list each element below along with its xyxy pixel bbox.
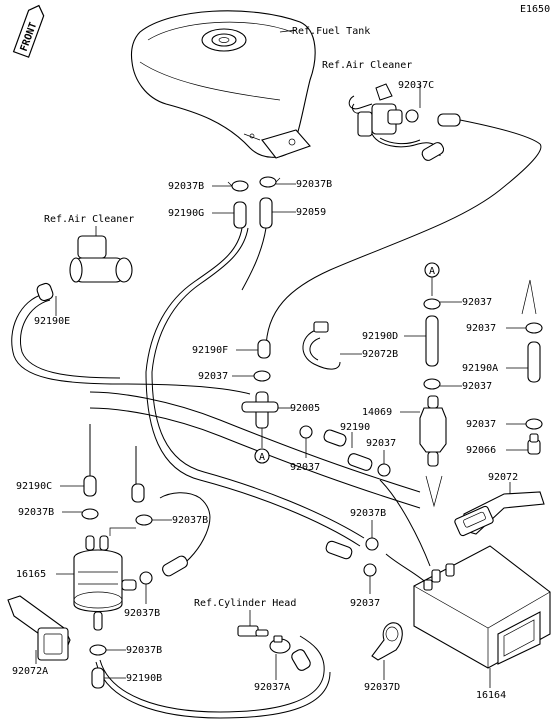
hose-92190-b (347, 453, 373, 471)
hose-upper-right-of-92190C (131, 483, 145, 503)
clip-92037B-mid (135, 514, 153, 526)
clip-92037-right-2 (423, 378, 441, 390)
hose-92190-a (323, 429, 347, 447)
label-92190D: 92190D (362, 331, 398, 342)
label-92190C: 92190C (16, 481, 52, 492)
label-16164: 16164 (476, 690, 506, 701)
label-92072B: 92072B (362, 349, 398, 360)
marker-a-lower (254, 448, 270, 464)
label-92037D: 92037D (364, 682, 400, 693)
clip-92037-far-right-1 (525, 322, 543, 334)
clip-92037A (269, 635, 291, 654)
band-92072 (454, 491, 545, 537)
label-92037B-right: 92037B (350, 508, 386, 519)
hose-92190D (425, 315, 439, 367)
clip-92037B-left (81, 508, 99, 520)
clip-92037-small-1 (299, 425, 313, 439)
label-92037-lower-right: 92037 (350, 598, 380, 609)
ref-air-cleaner-left: Ref.Air Cleaner (44, 214, 134, 225)
label-92037A: 92037A (254, 682, 290, 693)
front-badge: FRONT (12, 4, 45, 58)
label-92066: 92066 (466, 445, 496, 456)
clip-92037B-top-right (259, 176, 281, 188)
label-92037B-bottom: 92037B (126, 645, 162, 656)
label-92037C: 92037C (398, 80, 434, 91)
label-92037-far-right-3: 92037 (466, 419, 496, 430)
inline-filter-14069 (419, 395, 447, 467)
label-92072A: 92072A (12, 666, 48, 677)
hose-92059 (259, 197, 273, 229)
fitting-92066 (527, 433, 541, 455)
clamp-92037D (371, 622, 403, 661)
hose-92190E (36, 282, 54, 302)
air-cleaner-connector-top (348, 83, 461, 161)
hose-92190B (91, 667, 105, 689)
label-92072: 92072 (488, 472, 518, 483)
label-92037B-left: 92037B (18, 507, 54, 518)
label-92059: 92059 (296, 207, 326, 218)
clip-92037-small-2 (377, 463, 391, 477)
label-92037-mid-right: 92037 (462, 297, 492, 308)
band-92072A (7, 595, 71, 661)
hose-92190F (257, 339, 271, 359)
hose-92190C (83, 475, 97, 497)
label-92005: 92005 (290, 403, 320, 414)
ref-cylinder-head: Ref.Cylinder Head (194, 598, 296, 609)
clip-92037-mid-right (423, 298, 441, 310)
clip-92037-lower-right (363, 563, 377, 577)
hose-92190A (527, 341, 541, 383)
clip-92037B-right (365, 537, 379, 551)
label-16165: 16165 (16, 569, 46, 580)
label-92037B-top-left: 92037B (168, 181, 204, 192)
label-92190E: 92190E (34, 316, 70, 327)
label-92037-small-2: 92037 (366, 438, 396, 449)
ref-air-cleaner-top: Ref.Air Cleaner (322, 60, 412, 71)
clip-92037B-lower (139, 571, 153, 585)
fuel-tank (130, 10, 316, 159)
label-92037B-top-right: 92037B (296, 179, 332, 190)
band-92072B (302, 321, 341, 370)
label-92037-center: 92037 (198, 371, 228, 382)
label-92190: 92190 (340, 422, 370, 433)
label-92190F: 92190F (192, 345, 228, 356)
label-92037B-mid: 92037B (172, 515, 208, 526)
hose-near-cylinder-head (291, 649, 311, 671)
hose-92190G (233, 201, 247, 229)
marker-a-upper-label: A (429, 266, 435, 277)
marker-a-lower-label: A (259, 452, 265, 463)
air-cleaner-tee (69, 235, 133, 283)
canister-16164 (413, 545, 551, 669)
tee-joint-92005 (241, 391, 279, 429)
label-14069: 14069 (362, 407, 392, 418)
hose-right-of-filter (162, 555, 188, 577)
label-92037-far-right-1: 92037 (466, 323, 496, 334)
fuel-filter-16165 (73, 535, 137, 631)
label-92037B-lower: 92037B (124, 608, 160, 619)
diagram-id: E1650 (520, 4, 550, 15)
label-92190B: 92190B (126, 673, 162, 684)
nozzle-cylinder-head (237, 625, 269, 637)
clip-92037-center (253, 370, 271, 382)
label-92190G: 92190G (168, 208, 204, 219)
label-92037-small-1: 92037 (290, 462, 320, 473)
clip-92037-far-right-3 (525, 418, 543, 430)
hose-near-canister (325, 540, 353, 560)
ref-fuel-tank: Ref.Fuel Tank (292, 26, 370, 37)
label-92037-right-2: 92037 (462, 381, 492, 392)
label-92190A: 92190A (462, 363, 498, 374)
clip-92037B-bottom (89, 644, 107, 656)
